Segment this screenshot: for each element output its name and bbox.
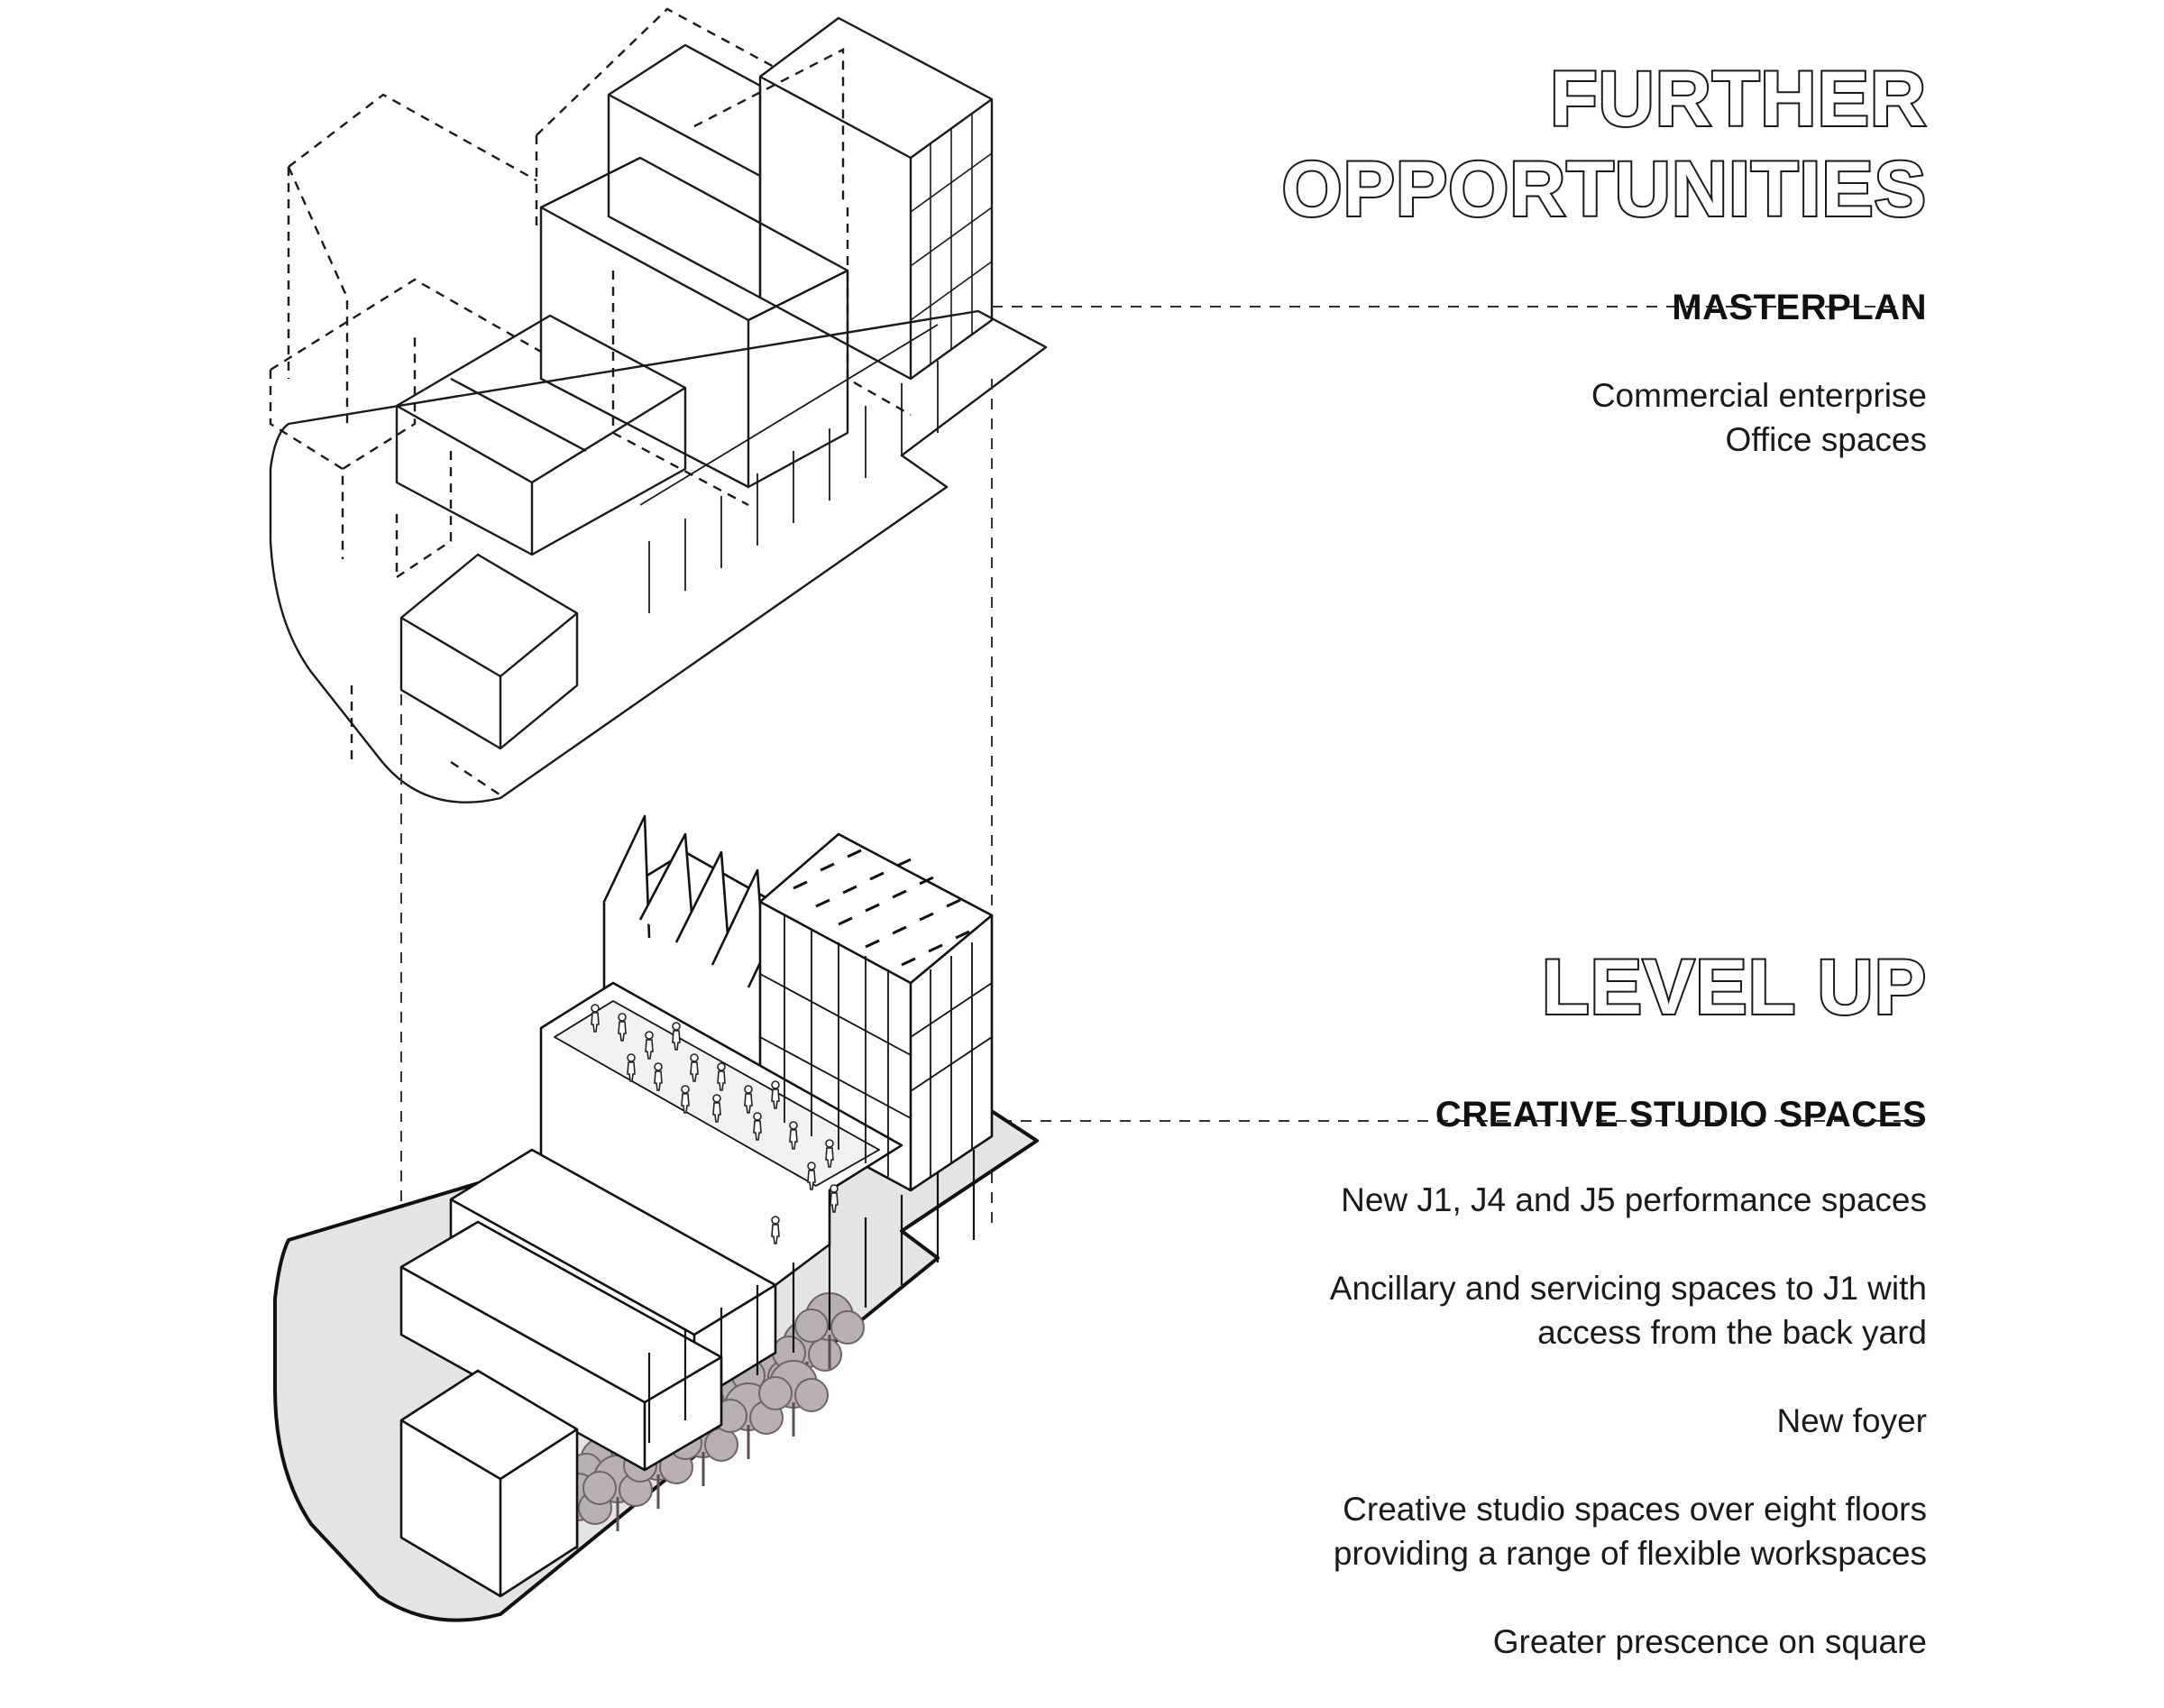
levelup-item-line: providing a range of flexible workspaces	[1333, 1535, 1927, 1572]
levelup-tower-hatch	[793, 849, 970, 967]
levelup-colonnade	[647, 1150, 976, 1443]
masterplan-item: Commercial enterprise	[1591, 377, 1927, 414]
levelup-item: Ancillary and servicing spaces to J1 wit…	[1330, 1266, 1927, 1354]
masterplan-axonometric	[269, 16, 1048, 803]
levelup-item-line: access from the back yard	[1537, 1314, 1927, 1351]
masterplan-title-line-1: FURTHER	[1548, 54, 1928, 144]
levelup-axonometric	[273, 814, 1039, 1622]
masterplan-title-line-2: OPPORTUNITIES	[1280, 144, 1928, 234]
levelup-front-block	[399, 1220, 723, 1472]
levelup-panel: LEVEL UP CREATIVE STUDIO SPACES New J1, …	[1330, 942, 1928, 1708]
levelup-item-line: Greater prescence on square	[1492, 1623, 1927, 1660]
levelup-item-line: New foyer	[1776, 1402, 1927, 1439]
levelup-items: New J1, J4 and J5 performance spaces Anc…	[1330, 1178, 1927, 1664]
levelup-item: Greater prescence on square	[1330, 1620, 1927, 1664]
masterplan-site-outline	[269, 309, 1048, 803]
masterplan-dashed-envelopes	[269, 7, 912, 799]
levelup-small-cube	[399, 1369, 579, 1598]
levelup-title: LEVEL UP	[1540, 942, 1928, 1033]
masterplan-item: Office spaces	[1725, 421, 1927, 458]
levelup-tower-grid	[759, 915, 993, 1177]
levelup-item: New foyer	[1330, 1399, 1927, 1443]
levelup-item: Creative studio spaces over eight floors…	[1330, 1487, 1927, 1575]
levelup-item-line: New J1, J4 and J5 performance spaces	[1341, 1181, 1927, 1218]
masterplan-panel: FURTHER OPPORTUNITIES MASTERPLAN Commerc…	[1280, 54, 1928, 462]
levelup-subtitle: CREATIVE STUDIO SPACES	[1435, 1095, 1927, 1134]
levelup-item-line: Creative studio spaces over eight floors	[1343, 1491, 1927, 1528]
architectural-axonometric-diagram	[269, 7, 1921, 1622]
levelup-item-line: Ancillary and servicing spaces to J1 wit…	[1329, 1270, 1927, 1307]
masterplan-subtitle: MASTERPLAN	[1672, 288, 1927, 327]
levelup-item: New J1, J4 and J5 performance spaces	[1330, 1178, 1927, 1222]
projection-guides	[400, 306, 1921, 1551]
masterplan-items: Commercial enterprise Office spaces	[1282, 373, 1927, 462]
